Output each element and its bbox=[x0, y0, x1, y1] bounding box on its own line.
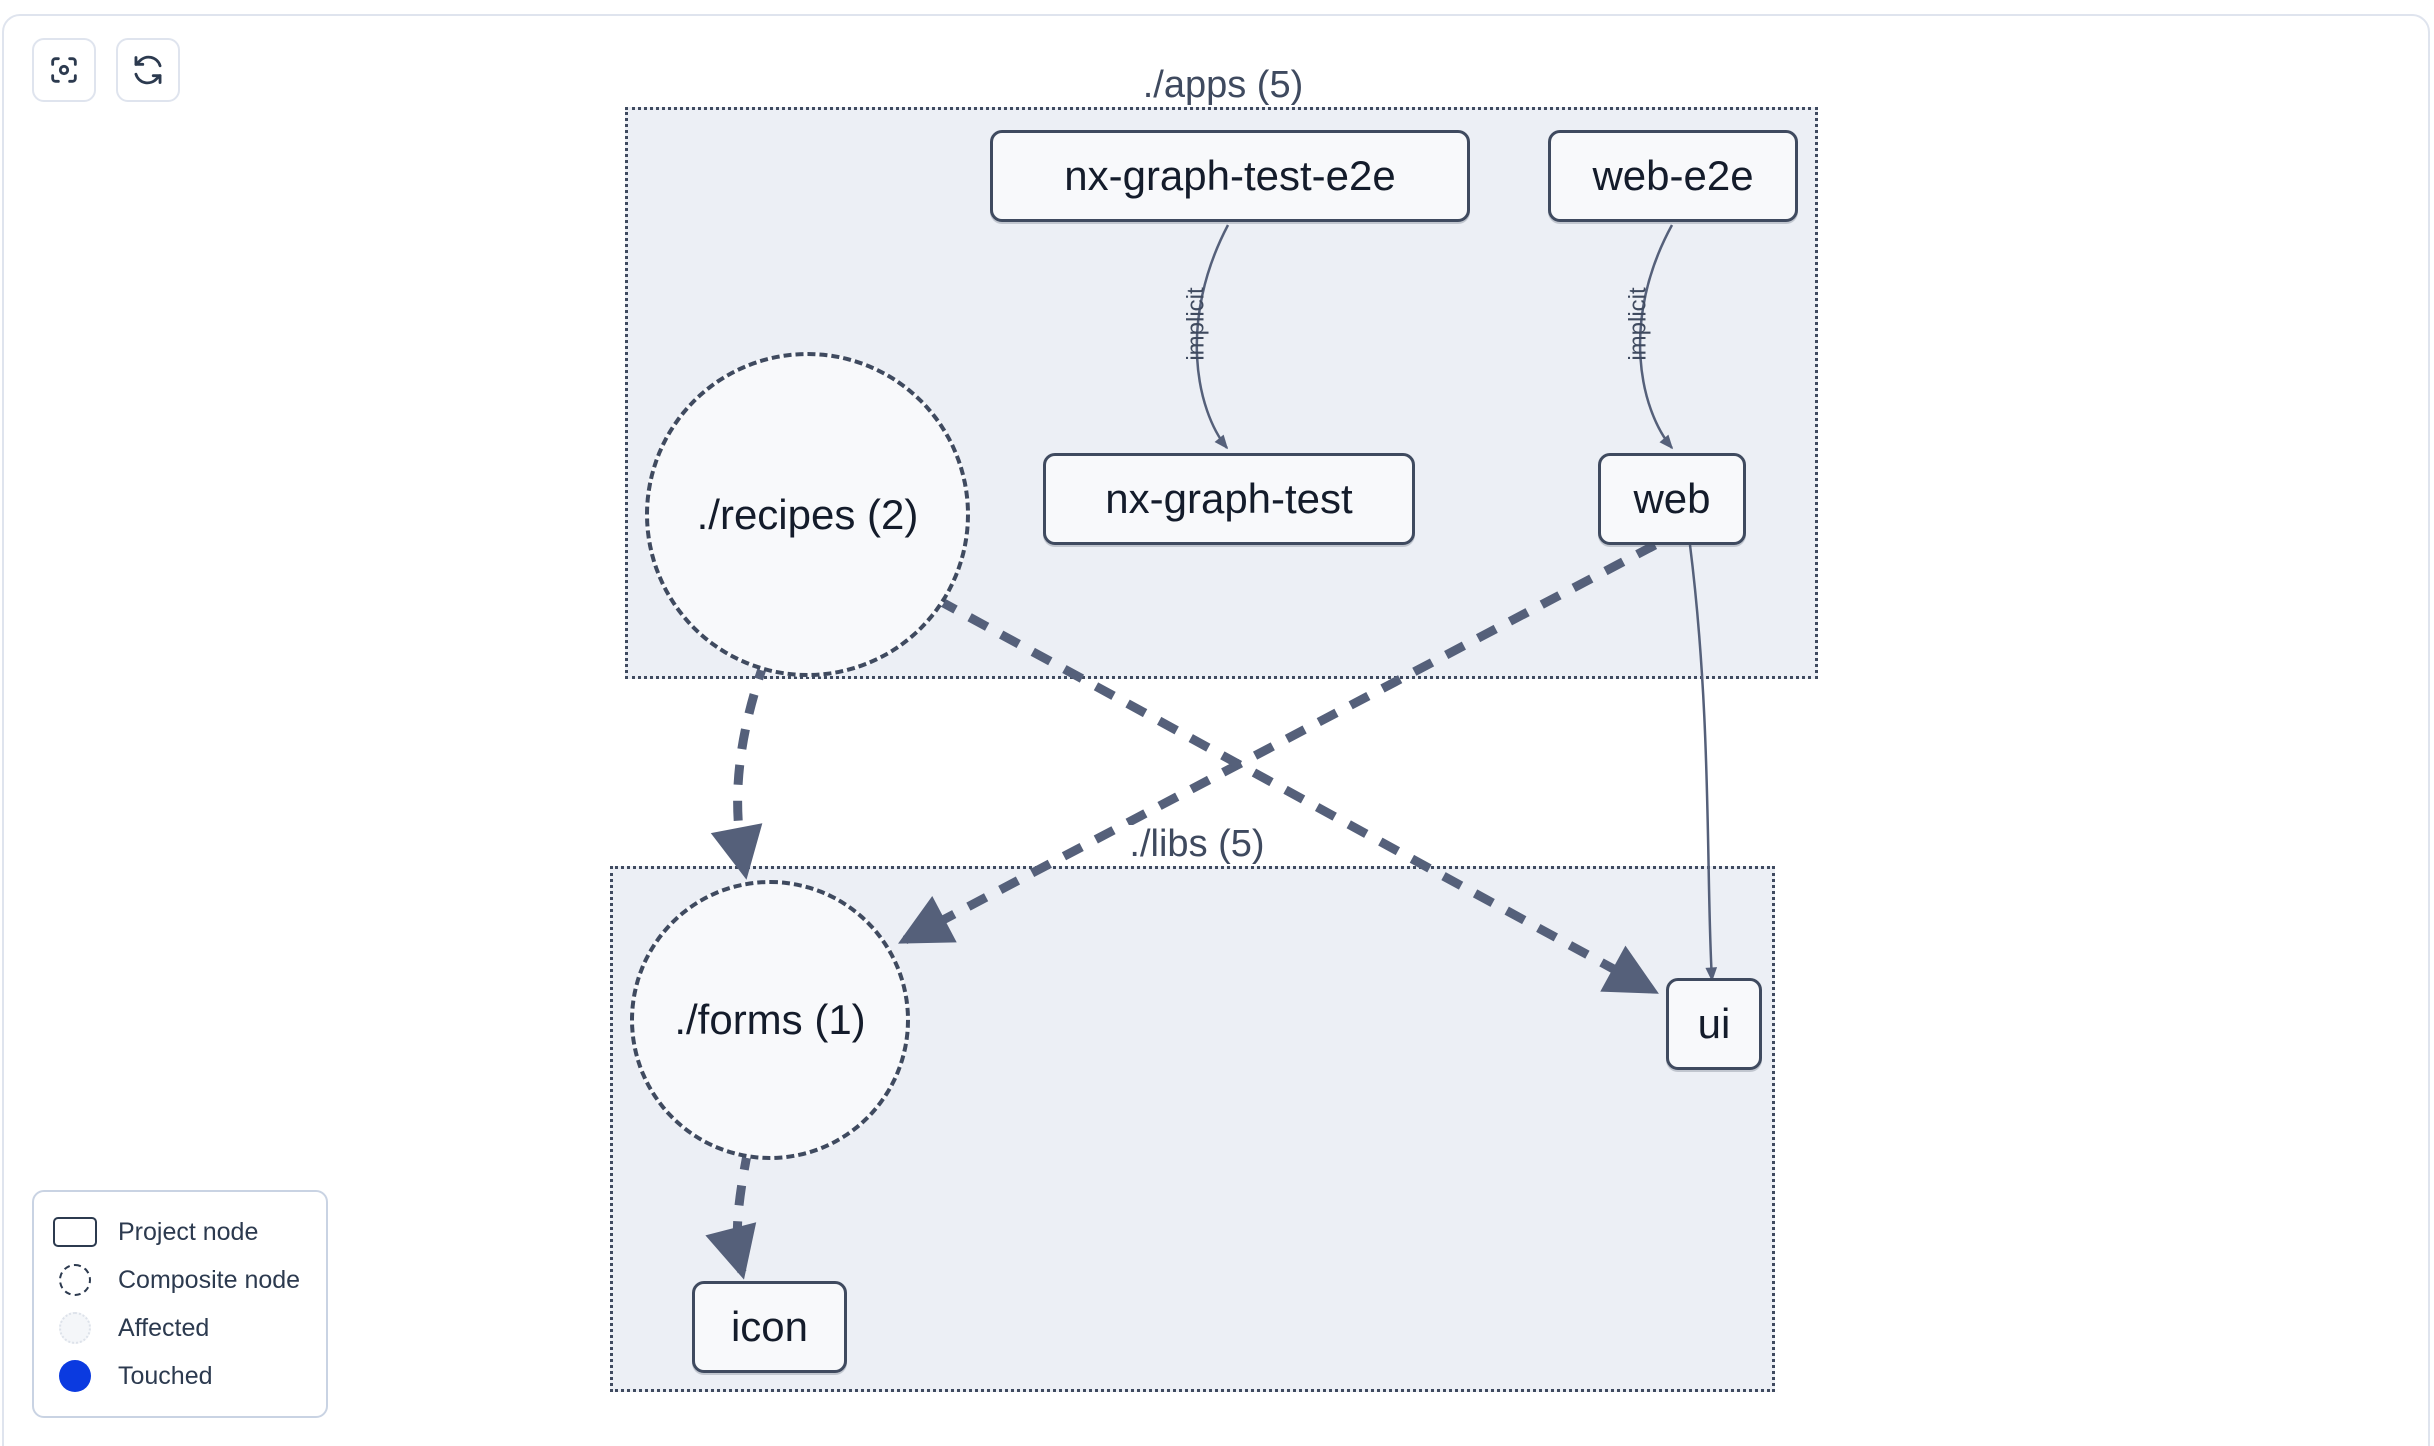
focus-target-icon bbox=[47, 53, 81, 87]
affected-swatch bbox=[52, 1311, 98, 1345]
legend-item-project-node: Project node bbox=[52, 1208, 308, 1256]
project-node-label: icon bbox=[730, 1303, 809, 1350]
project-node-web-e2e[interactable]: web-e2e bbox=[1548, 130, 1798, 222]
project-node-nx-graph-test-e2e[interactable]: nx-graph-test-e2e bbox=[990, 130, 1470, 222]
group-label-apps: ./apps (5) bbox=[1132, 66, 1314, 104]
touched-swatch bbox=[52, 1359, 98, 1393]
composite-node-label: ./recipes (2) bbox=[696, 490, 919, 538]
project-node-label: nx-graph-test bbox=[1105, 475, 1353, 522]
composite-node-swatch bbox=[52, 1263, 98, 1297]
composite-node-forms[interactable]: ./forms (1) bbox=[630, 880, 910, 1160]
focus-graph-button[interactable] bbox=[32, 38, 96, 102]
edge-recipes-to-forms bbox=[710, 658, 770, 880]
composite-node-label: ./forms (1) bbox=[674, 996, 866, 1043]
project-node-web[interactable]: web bbox=[1598, 453, 1746, 545]
graph-legend: Project node Composite node Affected Tou… bbox=[32, 1190, 328, 1418]
project-node-label: web-e2e bbox=[1592, 152, 1754, 199]
project-node-swatch bbox=[52, 1215, 98, 1249]
legend-item-touched: Touched bbox=[52, 1352, 308, 1400]
refresh-graph-button[interactable] bbox=[116, 38, 180, 102]
group-label-libs: ./libs (5) bbox=[1119, 825, 1275, 863]
legend-label: Project node bbox=[118, 1217, 259, 1246]
graph-toolbar bbox=[32, 38, 180, 102]
legend-item-composite-node: Composite node bbox=[52, 1256, 308, 1304]
project-node-label: ui bbox=[1697, 1000, 1731, 1047]
composite-node-recipes[interactable]: ./recipes (2) bbox=[645, 352, 970, 677]
legend-item-affected: Affected bbox=[52, 1304, 308, 1352]
legend-label: Composite node bbox=[118, 1265, 301, 1294]
project-node-nx-graph-test[interactable]: nx-graph-test bbox=[1043, 453, 1415, 545]
legend-label: Affected bbox=[118, 1313, 210, 1342]
project-node-label: web bbox=[1633, 475, 1711, 522]
legend-label: Touched bbox=[118, 1361, 213, 1390]
project-node-icon[interactable]: icon bbox=[692, 1281, 847, 1373]
refresh-icon bbox=[131, 53, 165, 87]
project-node-label: nx-graph-test-e2e bbox=[1064, 152, 1396, 199]
project-node-ui[interactable]: ui bbox=[1666, 978, 1762, 1070]
